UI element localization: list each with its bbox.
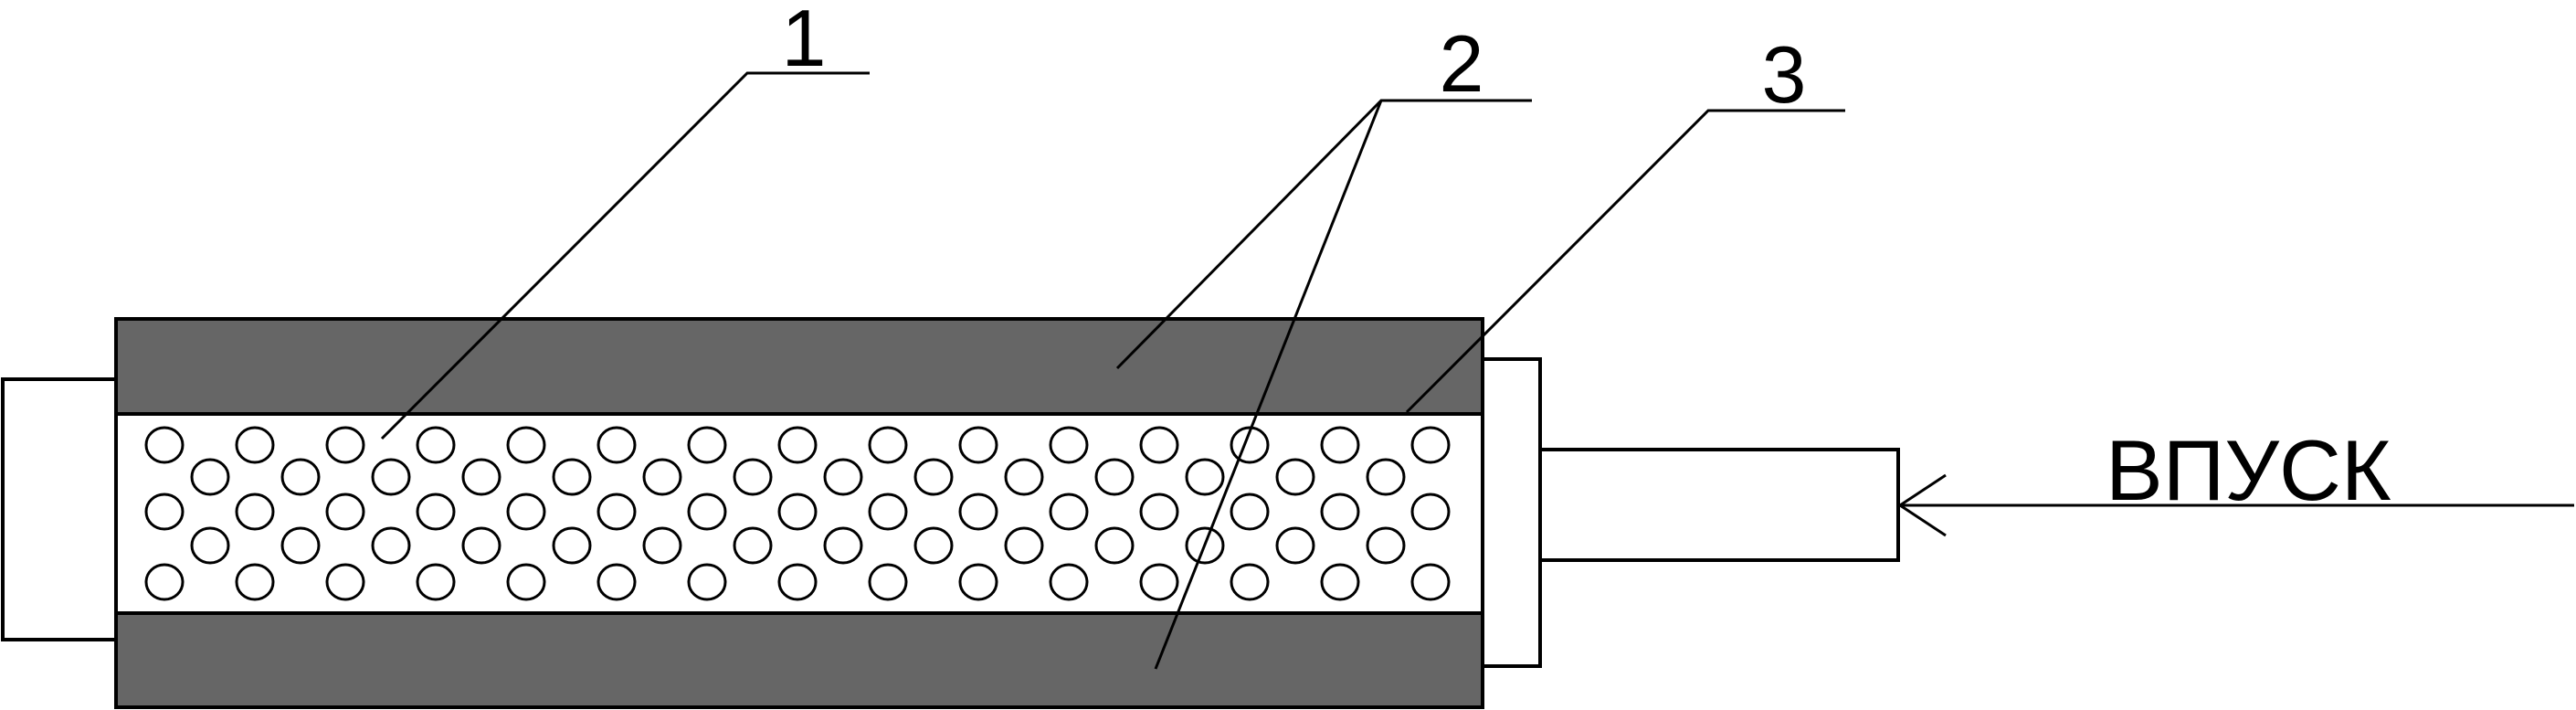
- granule: [1366, 458, 1406, 496]
- granule: [506, 426, 546, 464]
- granule: [416, 426, 456, 464]
- granule: [823, 526, 863, 565]
- granule: [461, 526, 501, 565]
- inlet-pipe: [1538, 448, 1900, 562]
- granule: [958, 426, 998, 464]
- granule: [1094, 526, 1135, 565]
- granule: [552, 526, 592, 565]
- granule: [1139, 493, 1179, 531]
- granule: [325, 426, 365, 464]
- right-flange: [1480, 357, 1542, 668]
- callout-label-1: 1: [782, 0, 827, 83]
- lower-shell: [114, 611, 1484, 709]
- granule: [1049, 493, 1089, 531]
- granule: [1410, 563, 1451, 601]
- callout-label-2: 2: [1440, 18, 1484, 109]
- granule: [733, 526, 773, 565]
- granule: [1185, 458, 1225, 496]
- granule: [777, 563, 818, 601]
- granule: [687, 563, 727, 601]
- granule: [777, 493, 818, 531]
- granule: [1230, 493, 1270, 531]
- granule: [280, 526, 321, 565]
- granule: [733, 458, 773, 496]
- granule: [506, 493, 546, 531]
- left-end-cap: [1, 377, 119, 641]
- granule: [235, 563, 275, 601]
- callout-label-3: 3: [1762, 29, 1807, 120]
- granule: [280, 458, 321, 496]
- granule: [1049, 426, 1089, 464]
- granule: [642, 458, 682, 496]
- granule: [868, 493, 908, 531]
- upper-shell: [114, 317, 1484, 416]
- granule: [1230, 563, 1270, 601]
- granules: [144, 426, 1451, 601]
- granule: [235, 426, 275, 464]
- granule: [416, 493, 456, 531]
- leader-line-3: [1405, 109, 1845, 414]
- granule: [868, 563, 908, 601]
- granule: [1320, 563, 1360, 601]
- granule: [1004, 526, 1044, 565]
- granule: [596, 563, 637, 601]
- granule: [1410, 426, 1451, 464]
- granule: [235, 493, 275, 531]
- granule: [777, 426, 818, 464]
- granule: [1094, 458, 1135, 496]
- granule: [1139, 426, 1179, 464]
- leader-line-1: [380, 71, 870, 440]
- granule: [687, 493, 727, 531]
- granule: [506, 563, 546, 601]
- granule: [1275, 458, 1315, 496]
- granule: [190, 458, 230, 496]
- granule: [1139, 563, 1179, 601]
- granule: [823, 458, 863, 496]
- granule: [1320, 426, 1360, 464]
- granule: [596, 426, 637, 464]
- granule: [371, 458, 411, 496]
- granule: [958, 563, 998, 601]
- granule: [325, 563, 365, 601]
- granule: [1004, 458, 1044, 496]
- granule: [1275, 526, 1315, 565]
- granule: [461, 458, 501, 496]
- granule: [190, 526, 230, 565]
- granule: [1049, 563, 1089, 601]
- granule: [596, 493, 637, 531]
- granule: [416, 563, 456, 601]
- granule: [552, 458, 592, 496]
- granule: [642, 526, 682, 565]
- granule: [687, 426, 727, 464]
- inlet-arrow-head: [1897, 473, 1947, 537]
- granule: [144, 426, 185, 464]
- granule: [1320, 493, 1360, 531]
- granule: [144, 563, 185, 601]
- granule: [325, 493, 365, 531]
- granule: [1410, 493, 1451, 531]
- granule: [913, 458, 954, 496]
- granule: [371, 526, 411, 565]
- inlet-label: ВПУСК: [2106, 422, 2391, 518]
- leader-line-2b: [1154, 100, 1383, 670]
- granule: [913, 526, 954, 565]
- granule: [144, 493, 185, 531]
- granule: [868, 426, 908, 464]
- granule: [1366, 526, 1406, 565]
- granule: [958, 493, 998, 531]
